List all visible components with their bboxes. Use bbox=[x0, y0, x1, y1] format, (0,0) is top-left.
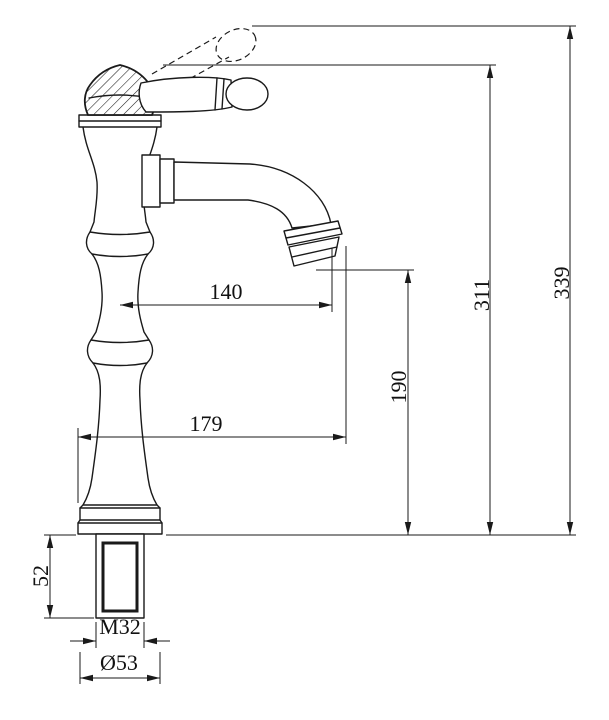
dim-190: 190 bbox=[316, 269, 414, 535]
dim-339-lines bbox=[252, 25, 576, 535]
dim-53-lines bbox=[79, 652, 161, 684]
dim-140-lines bbox=[120, 248, 333, 312]
lever-knob bbox=[225, 77, 269, 111]
body-knuckle-rings bbox=[89, 231, 151, 367]
shank-bore bbox=[101, 541, 139, 613]
dim-52-lines bbox=[44, 534, 94, 619]
dim-339: 339 bbox=[252, 25, 576, 535]
spout-collar-2 bbox=[159, 158, 175, 204]
spout-nut-ring bbox=[285, 227, 341, 239]
spout bbox=[141, 154, 343, 267]
dim-339-label: 339 bbox=[549, 267, 574, 300]
dim-140-label: 140 bbox=[210, 279, 243, 304]
handle-lever bbox=[138, 76, 269, 113]
lever-body bbox=[138, 76, 233, 113]
lever-ferrule-lines bbox=[214, 77, 225, 111]
dimension-annotations: 140 179 190 311 339 bbox=[28, 25, 576, 684]
dim-53-label: Ø53 bbox=[100, 650, 138, 675]
spout-tube bbox=[173, 161, 332, 229]
dim-311: 311 bbox=[163, 64, 496, 535]
dim-179: 179 bbox=[77, 246, 347, 503]
faucet-outline bbox=[77, 27, 343, 619]
dim-311-lines bbox=[163, 64, 496, 535]
dim-190-lines bbox=[316, 269, 414, 535]
spout-aerator-ring bbox=[291, 246, 338, 258]
dim-179-lines bbox=[77, 246, 347, 503]
dim-190-label: 190 bbox=[386, 371, 411, 404]
dim-311-label: 311 bbox=[469, 279, 494, 311]
handle-dashed-knob bbox=[215, 27, 257, 63]
body-left-profile bbox=[82, 126, 103, 506]
dim-m32-lines bbox=[70, 622, 170, 648]
dim-179-label: 179 bbox=[190, 411, 223, 436]
spout-collar-1 bbox=[141, 154, 161, 208]
base-step-lines bbox=[77, 507, 163, 524]
dim-52-label: 52 bbox=[28, 565, 53, 587]
dim-m32: M32 bbox=[70, 614, 170, 648]
dim-m32-label: M32 bbox=[99, 614, 141, 639]
dim-52: 52 bbox=[28, 534, 94, 619]
dim-53: Ø53 bbox=[79, 650, 161, 684]
handle-dashed-edge-top bbox=[151, 36, 217, 75]
dim-140: 140 bbox=[120, 248, 333, 312]
